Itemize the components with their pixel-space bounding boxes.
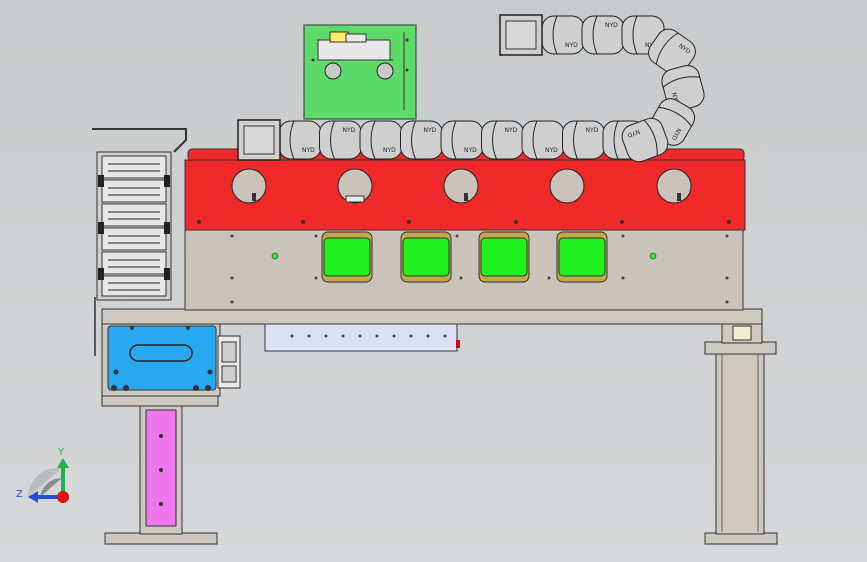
chain-link: NYD bbox=[621, 117, 669, 163]
main-beam bbox=[101, 308, 763, 325]
red-beam bbox=[184, 148, 746, 231]
chain-link: NYD bbox=[319, 120, 362, 160]
blue-carriage-block bbox=[101, 323, 241, 397]
origin-point bbox=[57, 491, 69, 503]
orientation-triad: Y Z bbox=[16, 447, 69, 503]
green-windows bbox=[321, 231, 608, 283]
chain-link: NYD bbox=[581, 15, 625, 55]
rail-plate bbox=[264, 323, 460, 352]
chain-link-tag: NYD bbox=[670, 92, 680, 107]
right-support-column bbox=[704, 309, 778, 545]
chain-link-tag: NYD bbox=[464, 147, 477, 154]
chain-link: NYD bbox=[648, 28, 696, 76]
chain-link-tag: NYD bbox=[626, 128, 641, 139]
chain-link: NYD bbox=[440, 120, 484, 160]
chain-link-tag: NYD bbox=[424, 127, 437, 134]
chain-link-tag: NYD bbox=[565, 42, 578, 49]
chain-link-tag: NYD bbox=[586, 127, 599, 134]
chain-link-tag: NYD bbox=[605, 22, 618, 29]
left-gripper-stack bbox=[92, 128, 187, 356]
chain-link-tag: NYD bbox=[545, 147, 558, 154]
chain-link-tag: NYD bbox=[343, 127, 356, 134]
left-support-column bbox=[101, 393, 219, 545]
chain-link: NYD bbox=[521, 120, 565, 160]
chain-link: NYD bbox=[359, 120, 403, 160]
chain-link-tag: NYD bbox=[505, 127, 518, 134]
frame-body-plate bbox=[184, 227, 744, 311]
chain-link: NYD bbox=[541, 15, 585, 55]
y-axis-label: Y bbox=[57, 447, 65, 458]
green-top-plate bbox=[303, 24, 417, 120]
cable-chain: NYD NYD NYD NYD NYD NYD NYD NYD NYD bbox=[278, 120, 646, 160]
chain-link: NYD bbox=[481, 120, 524, 160]
chain-link-tag: NYD bbox=[302, 147, 315, 154]
chain-link: NYD bbox=[400, 120, 443, 160]
chain-link: NYD bbox=[278, 120, 322, 160]
z-axis-label: Z bbox=[16, 489, 23, 500]
cable-chain-curve: NYD NYD NYD NYD NYD NYD NYD bbox=[541, 15, 705, 163]
chain-link-tag: NYD bbox=[383, 147, 396, 154]
chain-link: NYD bbox=[562, 120, 605, 160]
